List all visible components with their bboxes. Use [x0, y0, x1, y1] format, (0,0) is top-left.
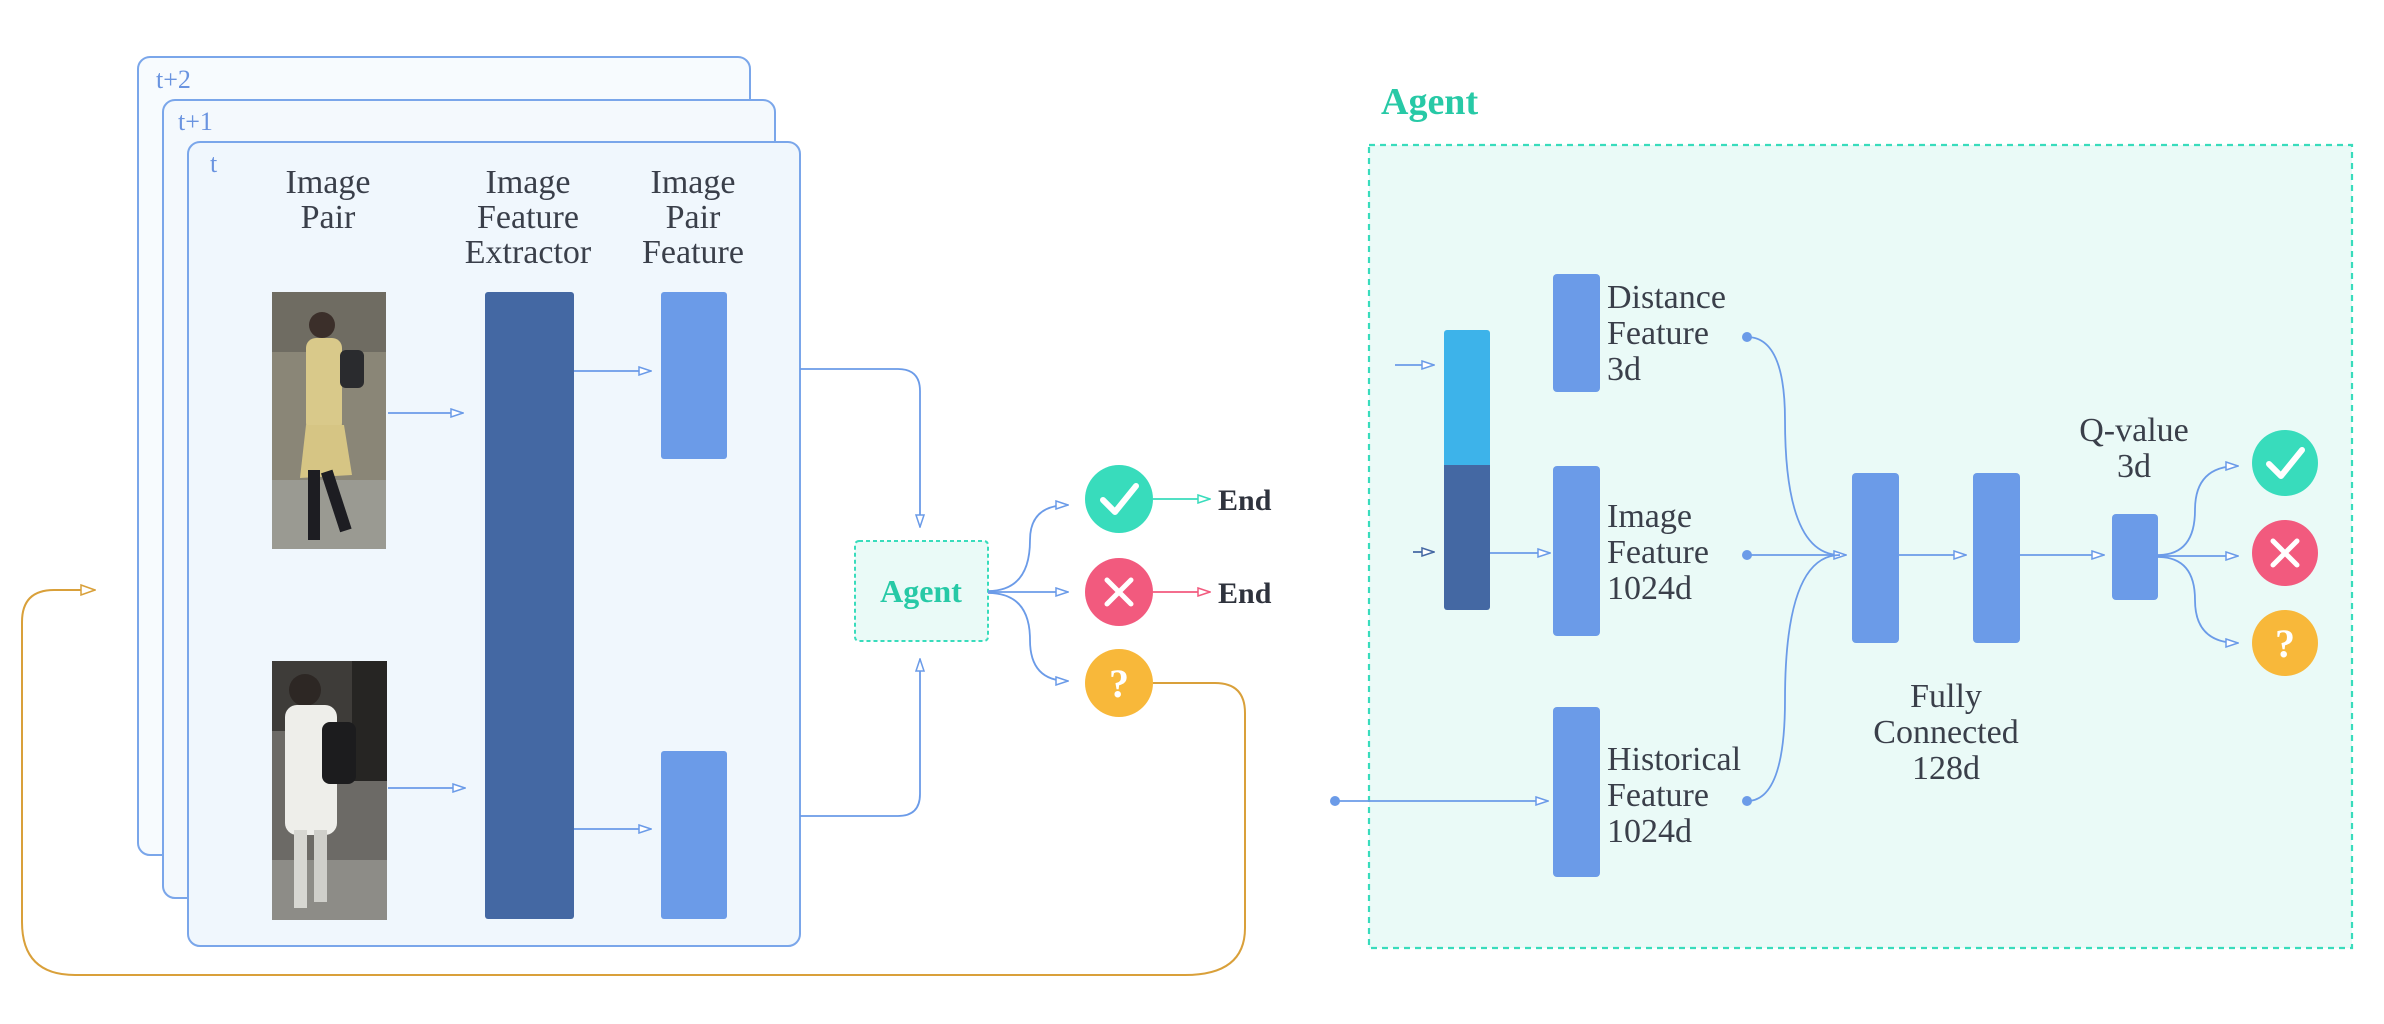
- pair-feature-header-line3: Feature: [642, 234, 744, 271]
- question-icon: [2252, 610, 2318, 676]
- uncertain-outcome: ?: [1085, 649, 1153, 717]
- arrow-agent-to-accept: [987, 505, 1068, 592]
- frame-label-t: t: [210, 149, 218, 178]
- feedback-loop-arrow: [21, 590, 1246, 976]
- distance-feature-line1: Distance: [1607, 279, 1726, 316]
- frame-label-t-plus-1: t+1: [178, 107, 213, 136]
- agent-box-label: Agent: [880, 573, 962, 609]
- arrow-q-to-accept: [2157, 466, 2238, 556]
- panel-uncertain-glyph: ?: [2275, 621, 2295, 666]
- image-pair-header-line1: Image: [286, 164, 371, 201]
- reject-outcome: [1085, 558, 1153, 626]
- check-icon: [1085, 465, 1153, 533]
- panel-uncertain-outcome: ?: [2252, 610, 2318, 676]
- extractor-header-line3: Extractor: [465, 234, 592, 271]
- pair-feature-bar-bottom: [661, 751, 727, 919]
- check-icon: [2252, 430, 2318, 496]
- image-feature-line3: 1024d: [1607, 570, 1692, 607]
- pair-feature-header-line1: Image: [651, 164, 736, 201]
- panel-reject-outcome: [2252, 520, 2318, 586]
- historical-feature-line3: 1024d: [1607, 813, 1692, 850]
- uncertain-glyph: ?: [1109, 661, 1129, 706]
- fc-layer-1: [1852, 473, 1899, 643]
- fc-label-line1: Fully: [1910, 678, 1982, 715]
- q-value-bar: [2112, 514, 2158, 600]
- reject-end-label: End: [1218, 577, 1272, 610]
- fc-layer-2: [1973, 473, 2020, 643]
- historical-feature-line2: Feature: [1607, 777, 1709, 814]
- historical-feature-line1: Historical: [1607, 741, 1741, 778]
- distance-feature-bar: [1553, 274, 1600, 392]
- question-icon: [1085, 649, 1153, 717]
- arrow-feature-top-to-agent: [800, 368, 920, 527]
- fc-label-line2: Connected: [1873, 714, 2018, 751]
- arrow-feature-bottom-to-agent: [800, 659, 920, 817]
- arrow-q-to-uncertain: [2157, 556, 2238, 643]
- pair-feature-header-line2: Pair: [666, 199, 721, 236]
- image-feature-line1: Image: [1607, 498, 1692, 535]
- pair-feature-bar-top: [661, 292, 727, 459]
- extractor-header-line2: Feature: [477, 199, 579, 236]
- accept-end-label: End: [1218, 484, 1272, 517]
- person-image-1: [272, 292, 386, 549]
- distance-feature-line2: Feature: [1607, 315, 1709, 352]
- q-value-line2: 3d: [2117, 448, 2151, 485]
- distance-feature-line3: 3d: [1607, 351, 1641, 388]
- fc-label-line3: 128d: [1912, 750, 1980, 787]
- accept-outcome: [1085, 465, 1153, 533]
- image-feature-line2: Feature: [1607, 534, 1709, 571]
- merge-from-distance: [1746, 336, 1841, 556]
- image-pair-header-line2: Pair: [301, 199, 356, 236]
- agent-panel-title: Agent: [1381, 81, 1478, 123]
- q-value-line1: Q-value: [2079, 412, 2189, 449]
- image-feature-extractor-block: [485, 292, 574, 919]
- panel-accept-outcome: [2252, 430, 2318, 496]
- person-image-2: [272, 661, 387, 920]
- historical-feature-bar: [1553, 707, 1600, 877]
- extractor-header-line1: Image: [486, 164, 571, 201]
- image-feature-bar: [1553, 466, 1600, 636]
- history-bar: [1444, 330, 1490, 610]
- merge-from-historical: [1746, 554, 1841, 802]
- frame-label-t-plus-2: t+2: [156, 65, 191, 94]
- arrow-agent-to-uncertain: [987, 592, 1068, 681]
